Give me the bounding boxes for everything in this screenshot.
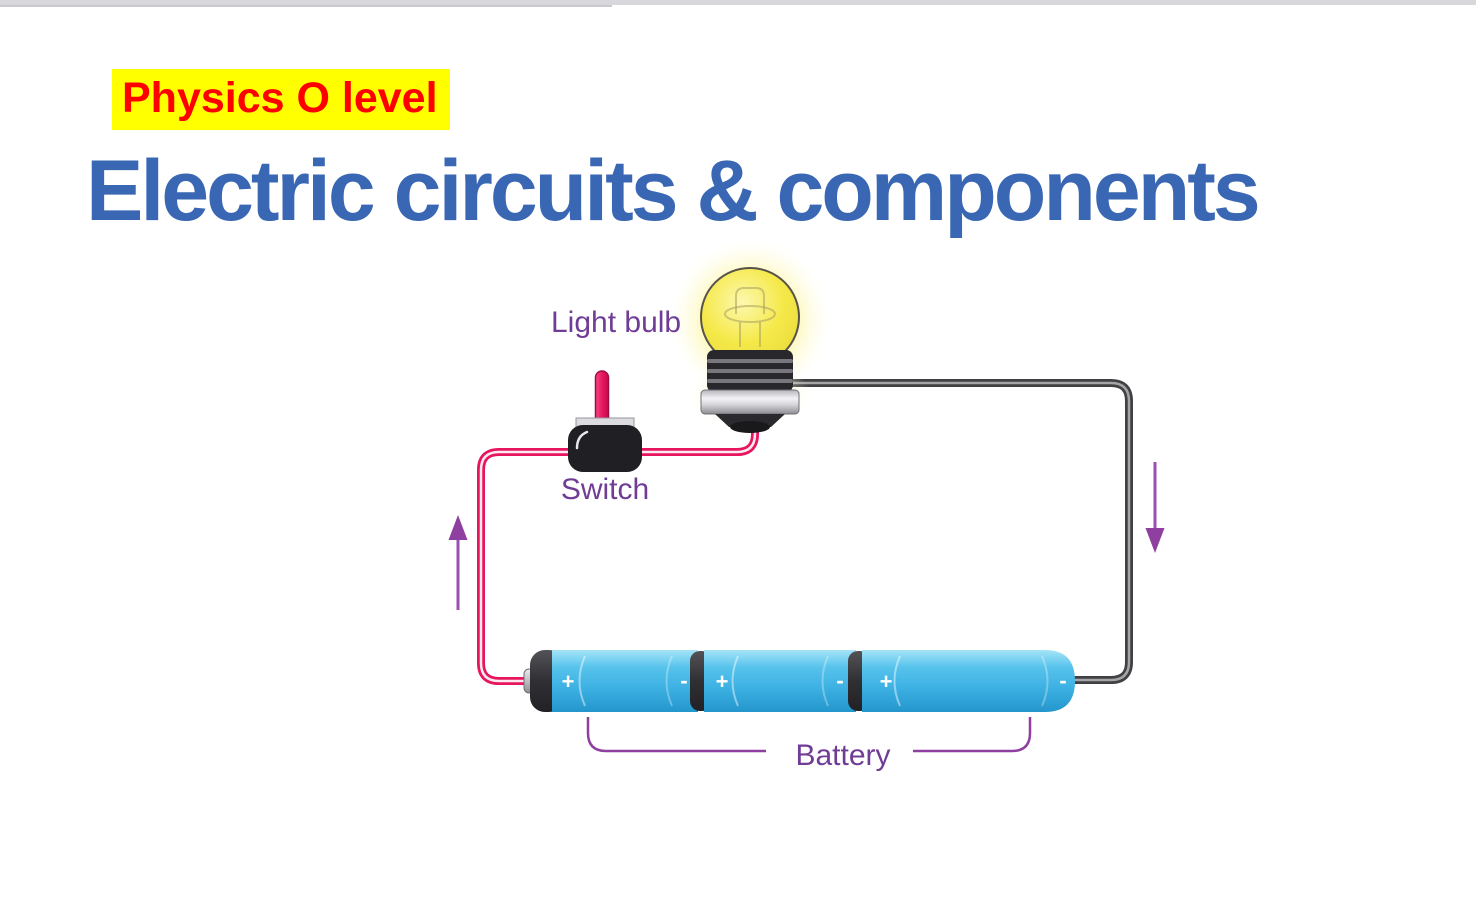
battery-cell1-body xyxy=(552,650,698,712)
bulb-filament xyxy=(724,287,776,347)
window-top-strip xyxy=(0,0,1476,5)
battery-cell2-body xyxy=(704,650,856,712)
red-wire xyxy=(477,419,759,685)
bulb-collar xyxy=(700,389,800,415)
bulb-cone xyxy=(715,414,785,427)
switch-label: Switch xyxy=(560,473,650,506)
switch-body xyxy=(568,425,642,472)
cell2-positive-sign: + xyxy=(716,669,729,694)
page-title: Electric circuits & components xyxy=(86,143,1261,239)
current-arrow-down xyxy=(1145,462,1165,553)
battery-graphic: + - + - + - xyxy=(523,650,1075,712)
light-bulb-label: Light bulb xyxy=(551,306,682,339)
cell2-negative-sign: - xyxy=(836,668,843,693)
light-bulb-graphic xyxy=(670,240,830,433)
black-wire xyxy=(784,379,1133,684)
badge-physics-o-level: Physics O level xyxy=(112,69,450,130)
cell1-negative-sign: - xyxy=(680,668,687,693)
bulb-tip xyxy=(730,421,770,433)
window-top-strip-accent xyxy=(0,5,612,7)
cell3-negative-sign: - xyxy=(1059,668,1066,693)
current-arrow-up xyxy=(448,515,468,610)
battery-label: Battery xyxy=(795,739,891,772)
battery-bracket xyxy=(586,717,1032,753)
cell1-positive-sign: + xyxy=(562,669,575,694)
switch-graphic xyxy=(568,370,642,472)
battery-cell3-body xyxy=(862,650,1075,712)
cell3-positive-sign: + xyxy=(880,669,893,694)
